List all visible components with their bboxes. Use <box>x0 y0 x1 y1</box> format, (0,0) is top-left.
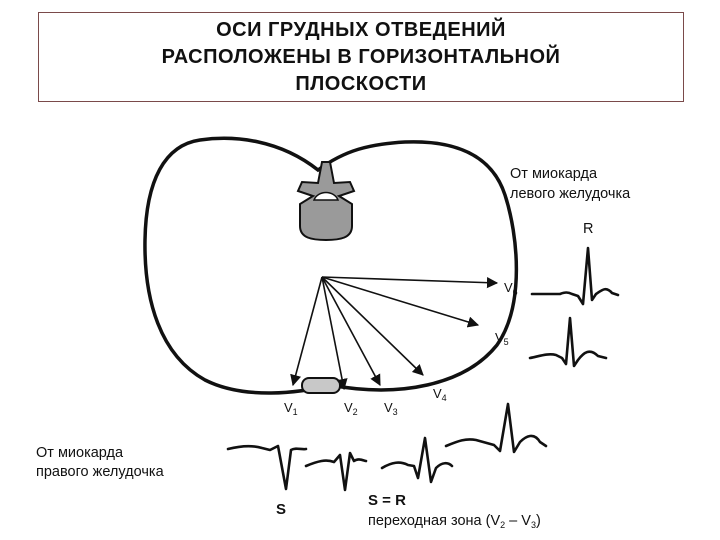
lead-v6-label: V6 <box>504 280 518 297</box>
left-ventricle-label-2: левого желудочка <box>510 186 631 202</box>
axis-v5 <box>321 276 480 328</box>
title-line-1: ОСИ ГРУДНЫХ ОТВЕДЕНИЙ <box>216 18 506 41</box>
ecg-v3 <box>380 436 454 484</box>
s-equals-r-label: S = R <box>368 492 406 509</box>
ecg-traces <box>226 246 620 492</box>
lead-axes <box>290 276 499 391</box>
lead-v2-label: V2 <box>344 400 358 417</box>
right-ventricle-label-2: правого желудочка <box>36 464 165 480</box>
lead-v5-label: V5 <box>495 330 509 347</box>
title-line-2: РАСПОЛОЖЕНЫ В ГОРИЗОНТАЛЬНОЙ <box>161 45 561 68</box>
axis-v1 <box>290 276 323 387</box>
lead-v3-label: V3 <box>384 400 398 417</box>
ecg-v1 <box>226 444 308 491</box>
s-wave-label: S <box>276 501 286 518</box>
axis-v3 <box>321 276 381 386</box>
ecg-v4 <box>444 402 548 454</box>
right-ventricle-label-1: От миокарда <box>36 445 124 461</box>
title-box: ОСИ ГРУДНЫХ ОТВЕДЕНИЙ РАСПОЛОЖЕНЫ В ГОРИ… <box>38 12 684 102</box>
vertebra-icon <box>296 161 356 242</box>
lead-v1-label: V1 <box>284 400 298 417</box>
transition-zone-label: переходная зона (V2 – V3) <box>368 513 541 530</box>
sternum-icon <box>301 377 341 394</box>
left-ventricle-label-1: От миокарда <box>510 166 598 182</box>
ecg-v6 <box>530 246 620 306</box>
axis-v6 <box>321 276 499 289</box>
ecg-v2 <box>304 451 368 492</box>
lead-v4-label: V4 <box>433 386 447 403</box>
ecg-v5 <box>528 316 608 368</box>
r-wave-label: R <box>583 221 593 237</box>
title-line-3: ПЛОСКОСТИ <box>295 72 427 95</box>
axis-v4 <box>321 276 424 376</box>
axis-v2 <box>321 276 348 391</box>
